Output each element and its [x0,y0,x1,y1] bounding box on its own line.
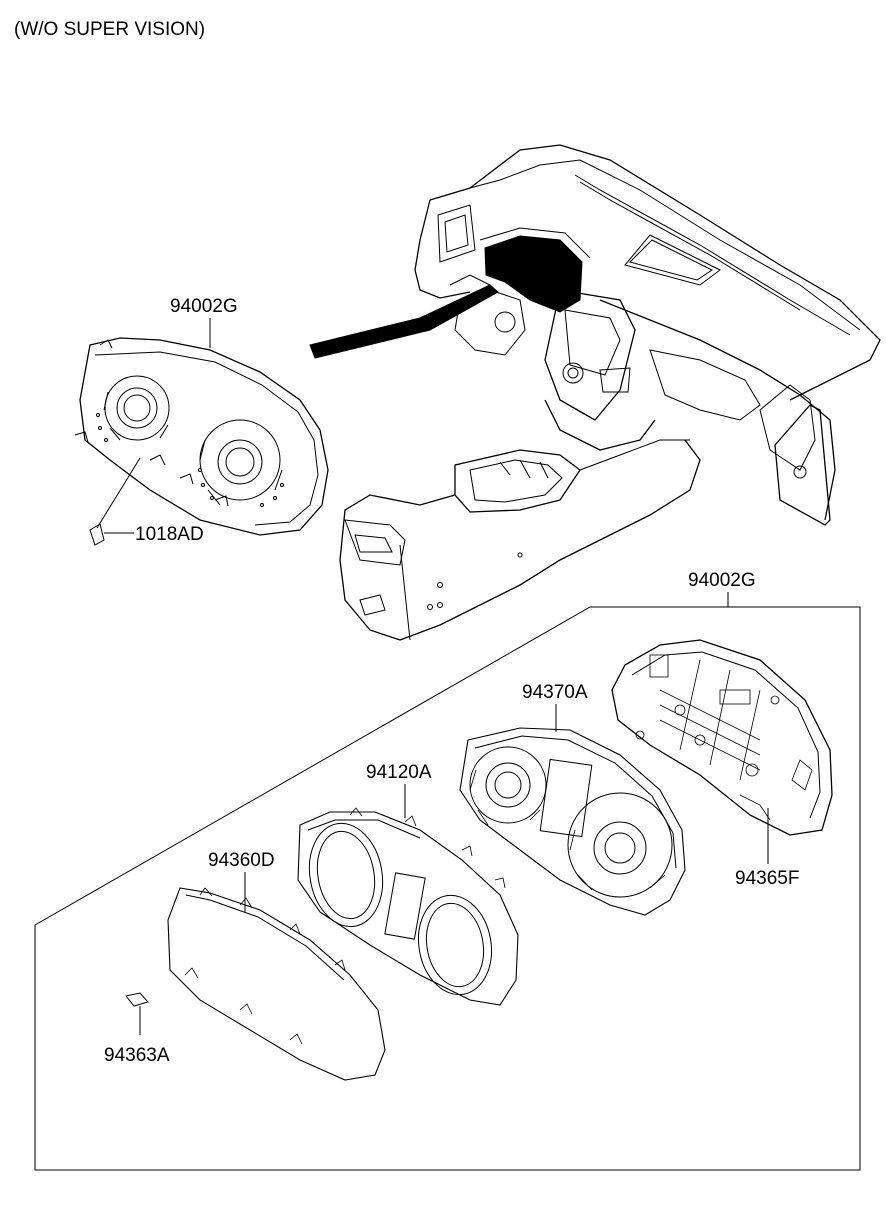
screw-1018AD: 1018AD [89,457,204,546]
dial-plate-94370A: 94370A [459,682,686,916]
case-window-94120A: 94120A [297,762,519,1006]
dashboard-illustration [309,144,881,641]
variant-note: (W/O SUPER VISION) [14,19,205,40]
glass-lens-94360D: 94360D [167,850,386,1081]
callout-label-94360D: 94360D [208,850,275,871]
knob-clip-94363A: 94363A [104,992,170,1066]
callout-label-1018AD: 1018AD [135,524,204,545]
callout-label-94002G-exploded: 94002G [688,570,756,591]
rear-case-94365F: 94365F [611,639,833,889]
callout-label-94370A: 94370A [522,682,588,703]
exploded-view-frame: 94002G [34,570,861,1171]
callout-label-94363A: 94363A [104,1045,170,1066]
callout-label-94365F: 94365F [735,868,799,889]
callout-label-94120A: 94120A [366,762,432,783]
callout-label-94002G-top: 94002G [170,296,238,317]
cluster-assembly-top [74,337,329,536]
callout-94002G-top: 94002G [170,296,238,348]
